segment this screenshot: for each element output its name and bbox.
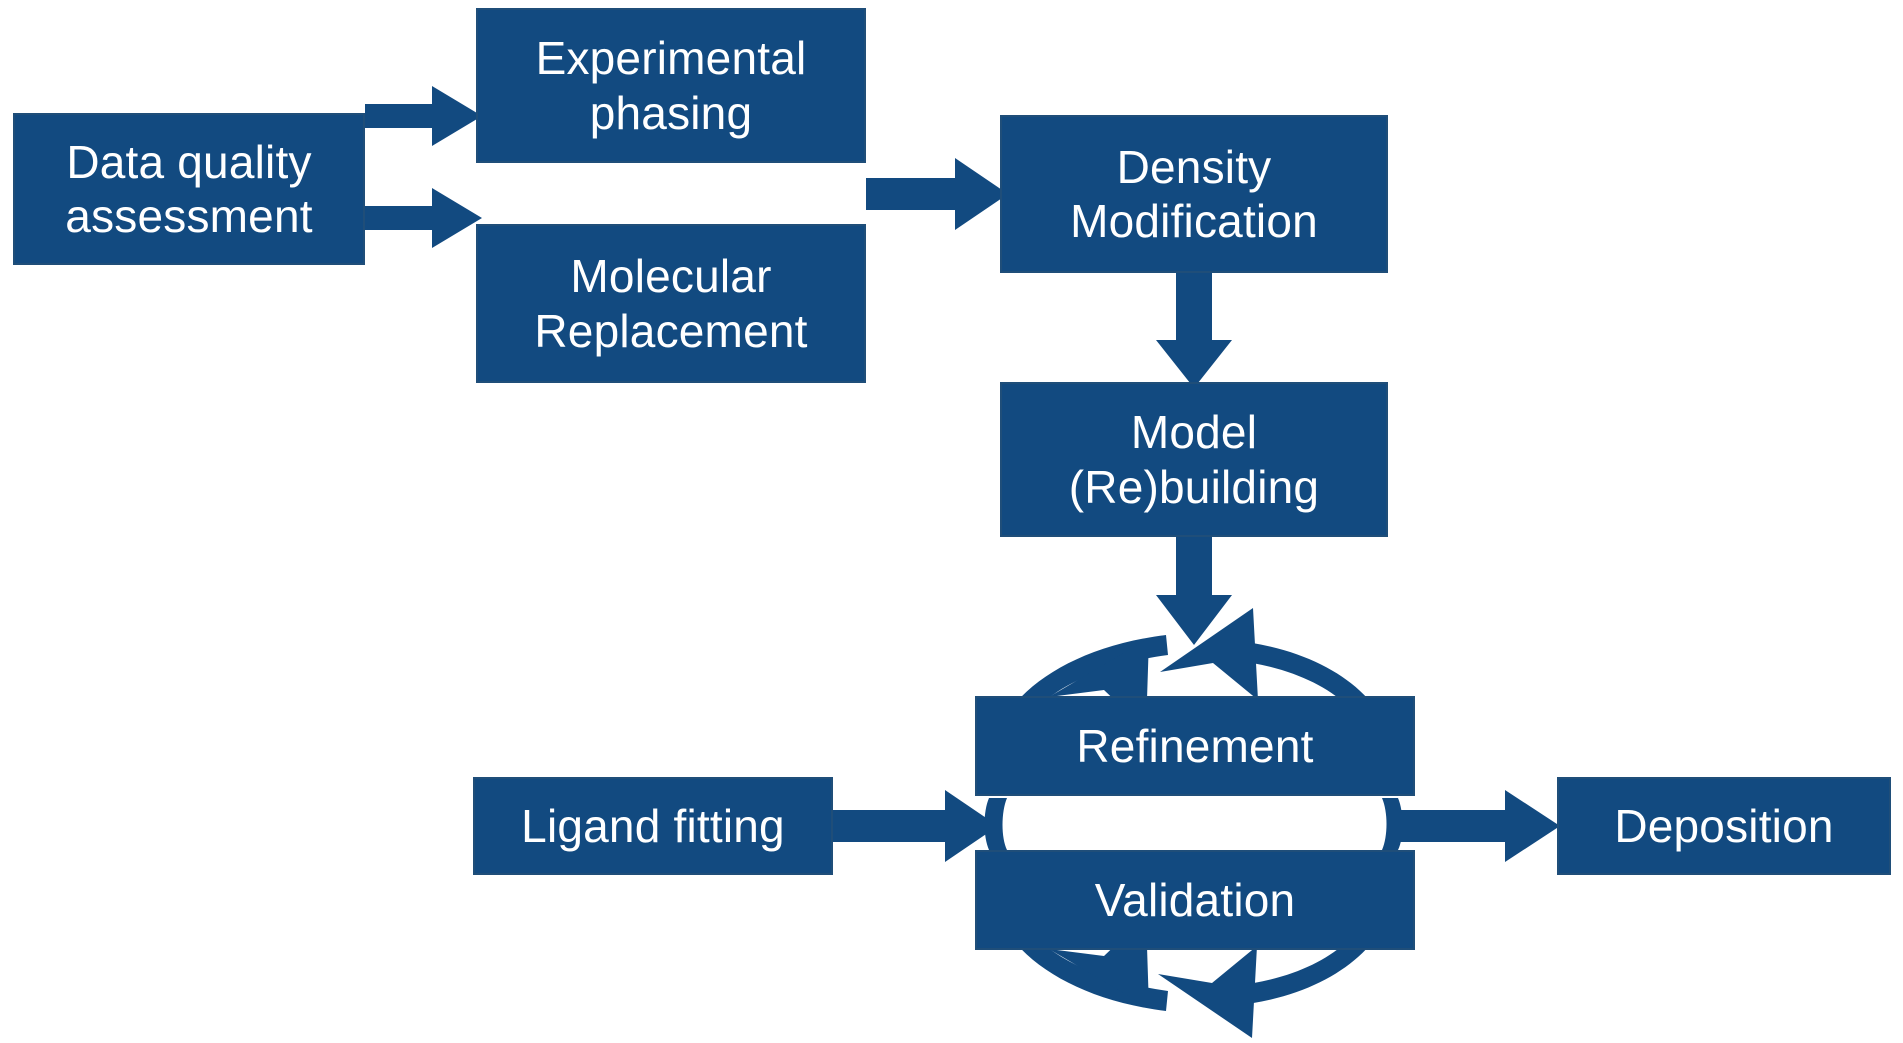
node-ligand-fitting[interactable]: Ligand fitting <box>473 777 833 875</box>
edge-cycle-to-deposition <box>1392 790 1560 862</box>
node-label: Deposition <box>1614 799 1834 852</box>
node-label: Experimental phasing <box>535 32 807 139</box>
node-label: Data quality assessment <box>65 135 313 242</box>
edge-ligand-fitting-to-cycle <box>833 790 998 862</box>
node-label: Validation <box>1094 873 1296 926</box>
node-molecular-replacement[interactable]: Molecular Replacement <box>476 224 866 383</box>
node-label: Density Modification <box>1070 140 1318 247</box>
node-data-quality-assessment[interactable]: Data quality assessment <box>13 113 365 265</box>
node-label: Molecular Replacement <box>534 250 808 357</box>
node-model-rebuilding[interactable]: Model (Re)building <box>1000 382 1388 537</box>
node-label: Refinement <box>1076 719 1314 772</box>
edge-density-modification-to-model-rebuilding <box>1156 272 1232 388</box>
node-label: Ligand fitting <box>521 799 785 852</box>
edge-dqa-to-experimental-phasing <box>365 86 482 146</box>
node-validation[interactable]: Validation <box>975 850 1415 950</box>
edge-phasing-to-density-modification <box>866 158 1008 230</box>
node-label: Model (Re)building <box>1068 406 1320 513</box>
edge-dqa-to-molecular-replacement <box>365 188 482 248</box>
node-refinement[interactable]: Refinement <box>975 696 1415 796</box>
edge-model-rebuilding-to-refinement-cycle <box>1156 537 1232 645</box>
node-experimental-phasing[interactable]: Experimental phasing <box>476 8 866 163</box>
node-density-modification[interactable]: Density Modification <box>1000 115 1388 273</box>
node-deposition[interactable]: Deposition <box>1557 777 1891 875</box>
